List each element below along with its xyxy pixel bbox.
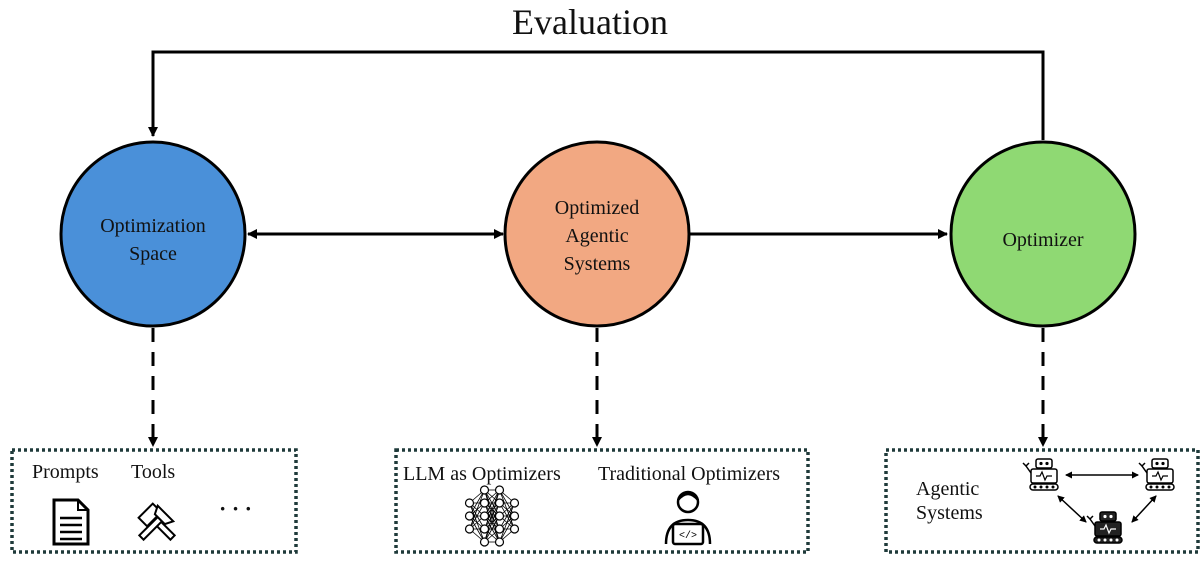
robot-pulse bbox=[1152, 470, 1168, 482]
optimizer-label: Optimizer bbox=[1002, 229, 1084, 251]
nn-node bbox=[494, 511, 505, 521]
robot-icon bbox=[1086, 511, 1123, 544]
robot-wheel bbox=[1161, 485, 1165, 489]
evaluation-loop-arrow bbox=[148, 50, 1045, 140]
robot-wheel bbox=[1051, 485, 1055, 489]
nn-edge bbox=[484, 502, 500, 543]
neural-network-icon bbox=[464, 485, 520, 547]
robot-track bbox=[1145, 483, 1175, 491]
robot-wheel bbox=[1149, 485, 1153, 489]
robot-link-arrow bbox=[1057, 495, 1087, 523]
optimization-space-box bbox=[10, 448, 298, 554]
robot-wheel bbox=[1115, 538, 1119, 542]
robot-eye bbox=[1155, 461, 1159, 466]
nn-node bbox=[494, 498, 505, 508]
robot-pulse bbox=[1100, 523, 1116, 535]
optimization-space-label: Optimization Space bbox=[100, 215, 206, 265]
nn-edge bbox=[469, 502, 485, 530]
nn-edge bbox=[499, 502, 515, 530]
nn-node bbox=[479, 537, 490, 547]
robot-head bbox=[1099, 511, 1117, 522]
tools-label: Tools bbox=[131, 461, 176, 483]
nn-node bbox=[464, 498, 475, 508]
nn-edge bbox=[499, 502, 515, 543]
robot-pulse bbox=[1036, 470, 1052, 482]
robot-eye bbox=[1103, 514, 1107, 519]
nn-node bbox=[464, 524, 475, 534]
robot-head bbox=[1151, 458, 1169, 469]
robot-arm bbox=[1025, 465, 1032, 474]
nn-node bbox=[494, 524, 505, 534]
nn-edge bbox=[484, 489, 500, 517]
nn-node bbox=[494, 485, 505, 495]
robot-icon bbox=[1138, 458, 1175, 491]
nn-edge bbox=[484, 489, 500, 543]
prompts-label: Prompts bbox=[32, 461, 99, 483]
developer-person-icon: </> bbox=[664, 490, 712, 546]
robot-track bbox=[1029, 483, 1059, 491]
robot-wheel bbox=[1167, 485, 1171, 489]
nn-node bbox=[479, 485, 490, 495]
nn-node bbox=[479, 524, 490, 534]
robot-track bbox=[1093, 536, 1123, 544]
agentic-systems-label: Agentic Systems bbox=[916, 478, 983, 524]
robot-wheel bbox=[1045, 485, 1049, 489]
nn-node bbox=[479, 511, 490, 521]
robot-head bbox=[1035, 458, 1053, 469]
robot-eye bbox=[1109, 514, 1113, 519]
robot-link-arrow bbox=[1131, 495, 1157, 523]
robot-wheel bbox=[1097, 538, 1101, 542]
robot-wheel bbox=[1033, 485, 1037, 489]
agentic-systems-box bbox=[394, 448, 810, 554]
robot-claw bbox=[1022, 462, 1030, 468]
nn-edge bbox=[469, 489, 485, 517]
robot-claw bbox=[1086, 515, 1094, 521]
ellipsis-label: · · · bbox=[219, 496, 253, 521]
diagram-title: Evaluation bbox=[512, 2, 668, 42]
nn-edge bbox=[469, 489, 485, 530]
robot-wheel bbox=[1109, 538, 1113, 542]
robot-arm bbox=[1089, 518, 1096, 527]
hammer-icon bbox=[137, 502, 177, 542]
nn-node bbox=[509, 498, 520, 508]
robot-eye bbox=[1161, 461, 1165, 466]
nn-edge bbox=[499, 515, 515, 543]
robot-wheel bbox=[1103, 538, 1107, 542]
nn-edge bbox=[484, 515, 500, 543]
optimized-agentic-systems-label: Optimized Agentic Systems bbox=[554, 197, 640, 275]
robot-eye bbox=[1039, 461, 1043, 466]
robot-wheel bbox=[1039, 485, 1043, 489]
robot-claw bbox=[1138, 462, 1146, 468]
nn-node bbox=[494, 537, 505, 547]
nn-node bbox=[509, 524, 520, 534]
nn-edge bbox=[484, 489, 500, 530]
robot-wheel bbox=[1155, 485, 1159, 489]
svg-text:</>: </> bbox=[679, 530, 697, 542]
nn-node bbox=[509, 511, 520, 521]
optimizer-box bbox=[884, 448, 1200, 554]
robot-eye bbox=[1045, 461, 1049, 466]
nn-node bbox=[479, 498, 490, 508]
robot-arm bbox=[1141, 465, 1148, 474]
optimizer-node bbox=[949, 140, 1137, 328]
robot-icon bbox=[1022, 458, 1059, 491]
optimization-space-node bbox=[59, 140, 247, 328]
llm-as-optimizers-label: LLM as Optimizers bbox=[403, 463, 561, 485]
nn-node bbox=[464, 511, 475, 521]
traditional-optimizers-label: Traditional Optimizers bbox=[598, 463, 781, 485]
document-icon bbox=[52, 498, 90, 546]
